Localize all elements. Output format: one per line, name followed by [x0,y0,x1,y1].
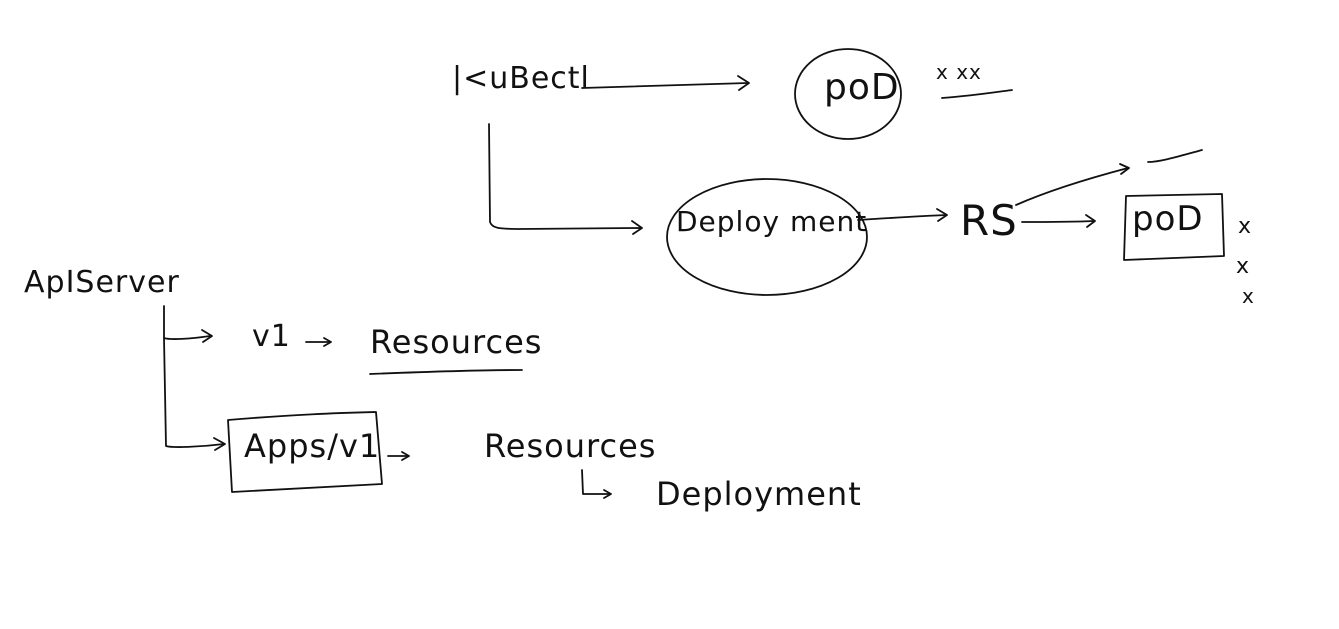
arrow-kubectl-to-deployment [488,123,643,235]
rs-label: RS [960,196,1018,245]
resources-label-2: Resources [484,427,657,465]
arrow-rs-upward [1015,163,1130,206]
arrow-resources-to-deployment [581,469,612,499]
deployment-top-label: Deploy ment [676,205,868,238]
tick-mark [1147,149,1203,163]
xxx-label: x xx [936,60,982,84]
pod-top-label: poD [824,67,900,108]
apps-v1-box [227,411,383,493]
apps-v1-label: Apps/v1 [244,427,381,465]
deployment-top-ellipse [666,178,868,296]
x-mark-1: x [1238,214,1253,239]
pod-top-circle [794,48,902,140]
pod-right-box [1123,193,1225,261]
x-mark-2: x [1236,254,1251,279]
kubectl-label: |<uBectl [452,61,590,96]
v1-label: v1 [252,319,291,354]
arrow-apps-to-resources [387,451,410,461]
arrow-kubectl-to-pod [581,75,750,91]
apiserver-branches [163,305,226,451]
deployment-bottom-label: Deployment [656,475,862,513]
resources-label-1: Resources [370,323,543,361]
resources-underline [369,369,523,375]
xxx-underline [941,89,1013,99]
pod-right-label: poD [1132,199,1204,239]
apiserver-label: ApIServer [24,265,180,300]
arrow-rs-to-pod [1021,214,1096,228]
x-mark-3: x [1242,284,1255,308]
arrow-deployment-to-rs [857,208,948,222]
arrow-v1-to-resources [305,337,332,347]
